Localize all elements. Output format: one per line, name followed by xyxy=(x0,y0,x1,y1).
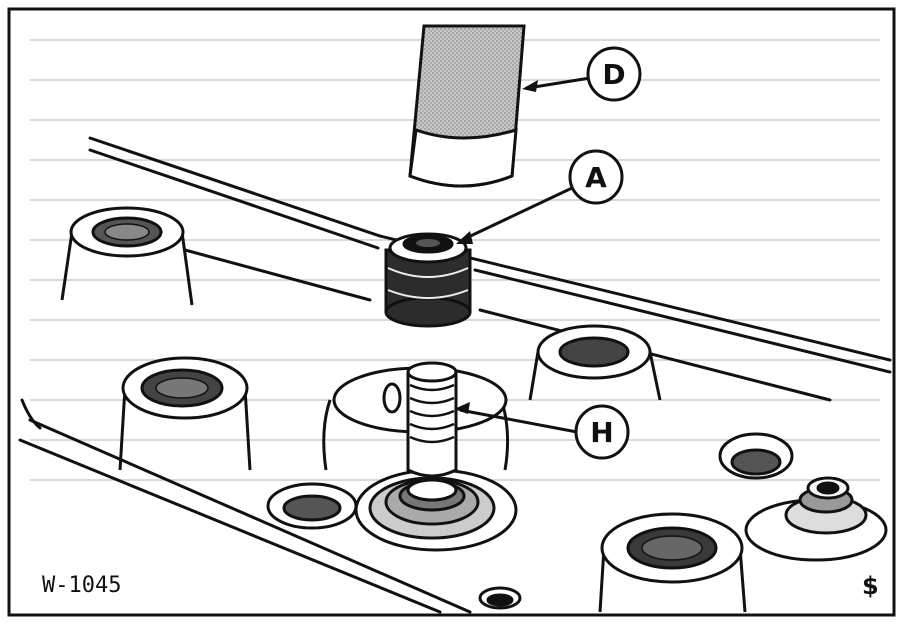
boss-left-mid xyxy=(118,356,252,471)
figure-id: W-1045 xyxy=(42,573,121,598)
boss-right-small-hole xyxy=(718,432,794,480)
valve-stem-h xyxy=(382,361,458,478)
callout-h-circle xyxy=(574,404,630,460)
callout-d: D xyxy=(586,46,642,102)
callout-d-label: D xyxy=(602,58,625,91)
bolt-hole-lower-left xyxy=(266,482,358,530)
valve-guide-center xyxy=(322,366,518,552)
callout-a: A xyxy=(568,149,624,205)
callout-a-label: A xyxy=(585,161,607,194)
boss-right-top xyxy=(528,324,662,401)
callout-leaders xyxy=(459,76,591,434)
cylinder-head-outline xyxy=(18,136,892,614)
corner-mark: $ xyxy=(862,572,879,600)
callout-d-circle xyxy=(586,46,642,102)
callout-h-label: H xyxy=(590,416,613,449)
installer-tool-d xyxy=(408,24,526,188)
boss-left-top xyxy=(60,206,194,306)
valve-stem-seal-a xyxy=(384,232,472,328)
boss-bottom-right xyxy=(598,512,747,613)
bolt-hole-bottom xyxy=(478,586,522,610)
valve-guide-right xyxy=(744,476,888,562)
leader-arrowheads xyxy=(454,80,538,414)
callout-a-circle xyxy=(568,149,624,205)
callout-h: H xyxy=(574,404,630,460)
